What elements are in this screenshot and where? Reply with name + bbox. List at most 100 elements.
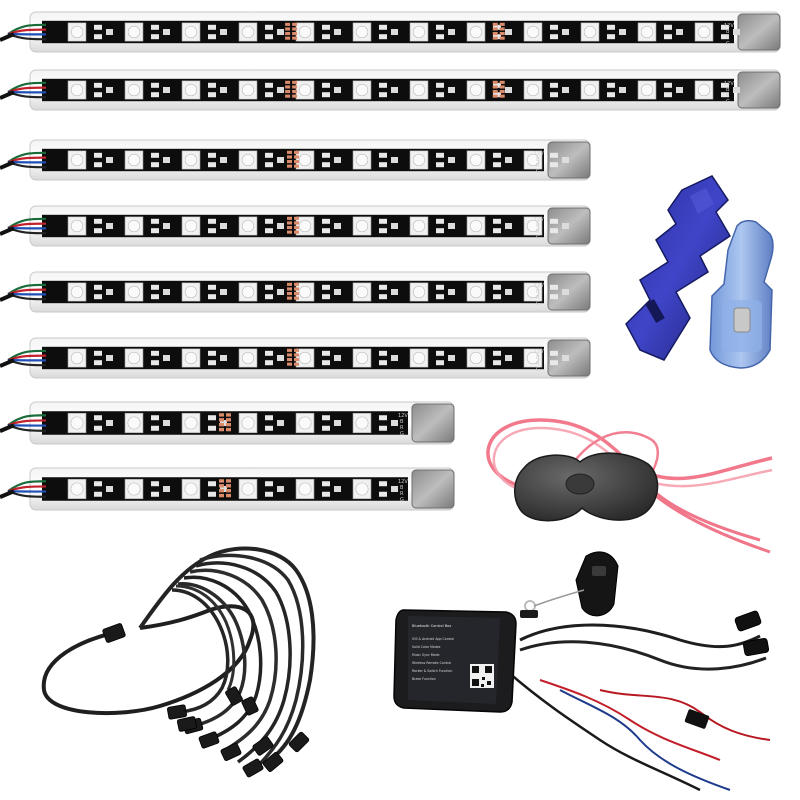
controller-label-line: Wireless Remote Control — [412, 661, 451, 665]
copper-pad — [499, 36, 505, 40]
controller-label-line: Solid Color Modes — [412, 645, 441, 649]
copper-pad — [292, 80, 298, 84]
copper-pad — [294, 164, 299, 168]
copper-pad — [287, 221, 292, 225]
copper-pad — [499, 27, 505, 31]
controller-label-line: IOS & Android App Control — [412, 637, 454, 641]
strip-voltage-label: 12V — [724, 23, 734, 29]
copper-pad — [492, 85, 498, 89]
controller-label-line: Rocker & Switch Function — [412, 669, 452, 673]
strip-pin-label: B — [536, 223, 540, 229]
copper-pad — [294, 230, 299, 234]
copper-pad — [287, 287, 292, 291]
copper-pad — [292, 94, 298, 98]
end-cap — [737, 71, 781, 109]
copper-pad — [226, 493, 231, 498]
strip-pin-label: B — [400, 485, 404, 491]
strip-pin-label: R — [536, 295, 540, 301]
end-cap — [411, 469, 455, 509]
copper-pad — [219, 427, 224, 432]
strip-pin-label: G — [536, 367, 540, 373]
copper-pad — [492, 22, 498, 26]
copper-pad — [287, 164, 292, 168]
strip-pin-label: B — [726, 87, 730, 93]
strip-voltage-label: 12V — [724, 81, 734, 87]
copper-pad — [499, 32, 505, 36]
copper-pad — [226, 423, 231, 427]
copper-pad — [294, 160, 299, 164]
copper-pad — [287, 216, 292, 220]
strip-pin-label: R — [726, 93, 730, 99]
copper-pad — [287, 358, 292, 362]
qr-code — [470, 664, 494, 688]
copper-pad — [294, 150, 299, 154]
strip-pin-label: G — [726, 41, 730, 47]
pcb — [42, 20, 734, 44]
copper-pad — [294, 353, 299, 357]
strip-pin-label: R — [726, 35, 730, 41]
copper-pad — [294, 282, 299, 286]
copper-pad — [294, 292, 299, 296]
copper-pad — [499, 22, 505, 26]
copper-pad — [292, 27, 298, 31]
copper-pad — [499, 80, 505, 84]
strip-pin-label: G — [400, 497, 404, 503]
copper-pad — [294, 226, 299, 230]
strip-pin-label: R — [536, 361, 540, 367]
copper-pad — [285, 32, 291, 36]
strip-pin-label: B — [536, 355, 540, 361]
copper-pad — [285, 90, 291, 94]
strip-pin-label: G — [400, 431, 404, 437]
copper-pad — [492, 94, 498, 98]
copper-pad — [492, 36, 498, 40]
copper-pad — [294, 287, 299, 291]
copper-pad — [492, 80, 498, 84]
copper-pad — [287, 160, 292, 164]
copper-pad — [287, 226, 292, 230]
controller-label-line: Brake Function — [412, 677, 436, 681]
copper-pad — [219, 423, 224, 427]
end-cap — [411, 403, 455, 443]
copper-pad — [499, 85, 505, 89]
copper-pad — [226, 484, 231, 488]
copper-pad — [219, 413, 224, 417]
copper-pad — [294, 296, 299, 300]
copper-pad — [226, 479, 231, 483]
strip-pin-label: G — [536, 169, 540, 175]
copper-pad — [292, 36, 298, 40]
copper-pad — [285, 22, 291, 26]
copper-pad — [226, 427, 231, 432]
copper-pad — [294, 216, 299, 220]
controller-label-title: Bluetooth Control Box — [412, 624, 452, 628]
copper-pad — [285, 27, 291, 31]
copper-pad — [294, 358, 299, 362]
strip-voltage-label: 12V — [534, 151, 544, 157]
copper-pad — [292, 85, 298, 89]
copper-pad — [492, 27, 498, 31]
strip-voltage-label: 12V — [398, 413, 408, 419]
strip-voltage-label: 12V — [398, 479, 408, 485]
copper-pad — [294, 155, 299, 159]
strip-voltage-label: 12V — [534, 283, 544, 289]
copper-pad — [219, 484, 224, 488]
copper-pad — [294, 362, 299, 366]
copper-pad — [285, 94, 291, 98]
copper-pad — [287, 353, 292, 357]
copper-pad — [287, 292, 292, 296]
copper-pad — [226, 413, 231, 417]
copper-pad — [294, 348, 299, 352]
copper-pad — [287, 150, 292, 154]
strip-voltage-label: 12V — [534, 217, 544, 223]
strip-pin-label: B — [726, 29, 730, 35]
strip-pin-label: R — [536, 163, 540, 169]
copper-pad — [287, 362, 292, 366]
strip-pin-label: G — [536, 301, 540, 307]
led-strips: 12VBRG12VBRG12VBRG12VBRG12VBRG12VBRG12VB… — [0, 11, 781, 511]
